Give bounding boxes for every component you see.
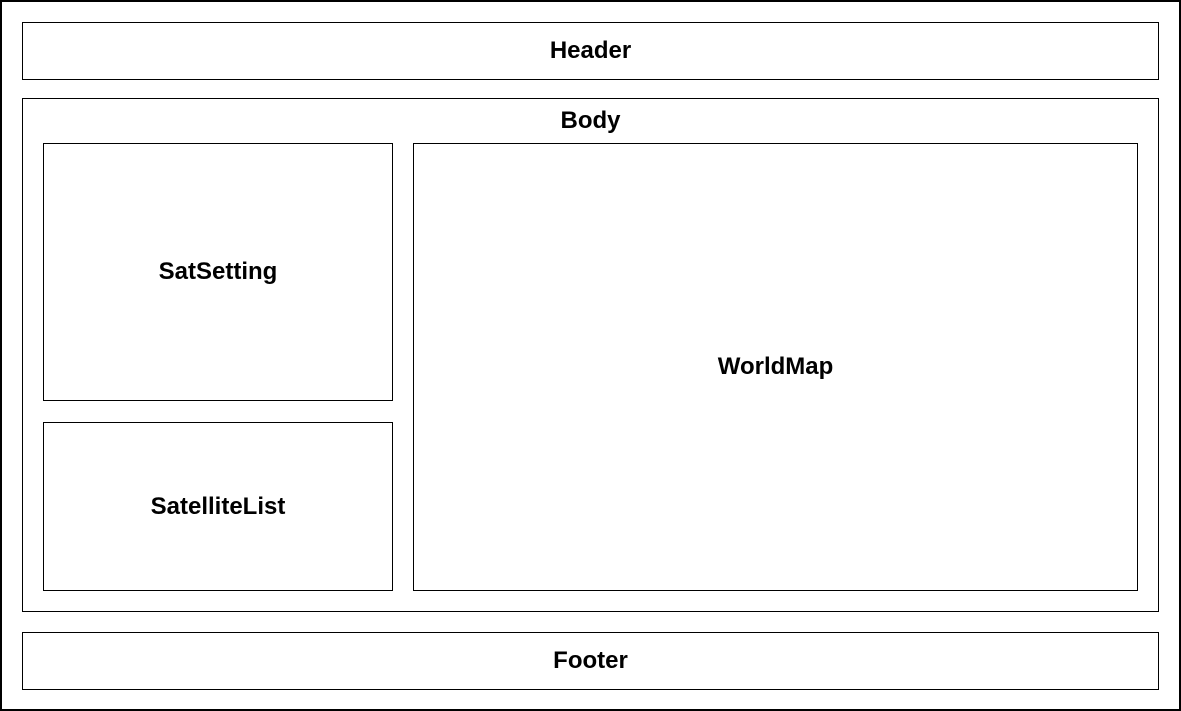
header-section: Header [22,22,1159,80]
footer-section: Footer [22,632,1159,690]
world-map-panel: WorldMap [413,143,1138,591]
satellite-list-panel: SatelliteList [43,422,393,591]
world-map-label: WorldMap [717,353,834,381]
body-section: Body SatSetting SatelliteList WorldMap [22,98,1159,612]
sat-setting-panel: SatSetting [43,143,393,401]
header-label: Header [549,37,632,65]
body-label: Body [560,107,621,135]
satellite-list-label: SatelliteList [150,492,286,520]
body-grid: SatSetting SatelliteList WorldMap [23,143,1158,611]
sat-setting-label: SatSetting [158,258,278,286]
body-title-row: Body [23,99,1158,143]
footer-label: Footer [553,647,628,675]
